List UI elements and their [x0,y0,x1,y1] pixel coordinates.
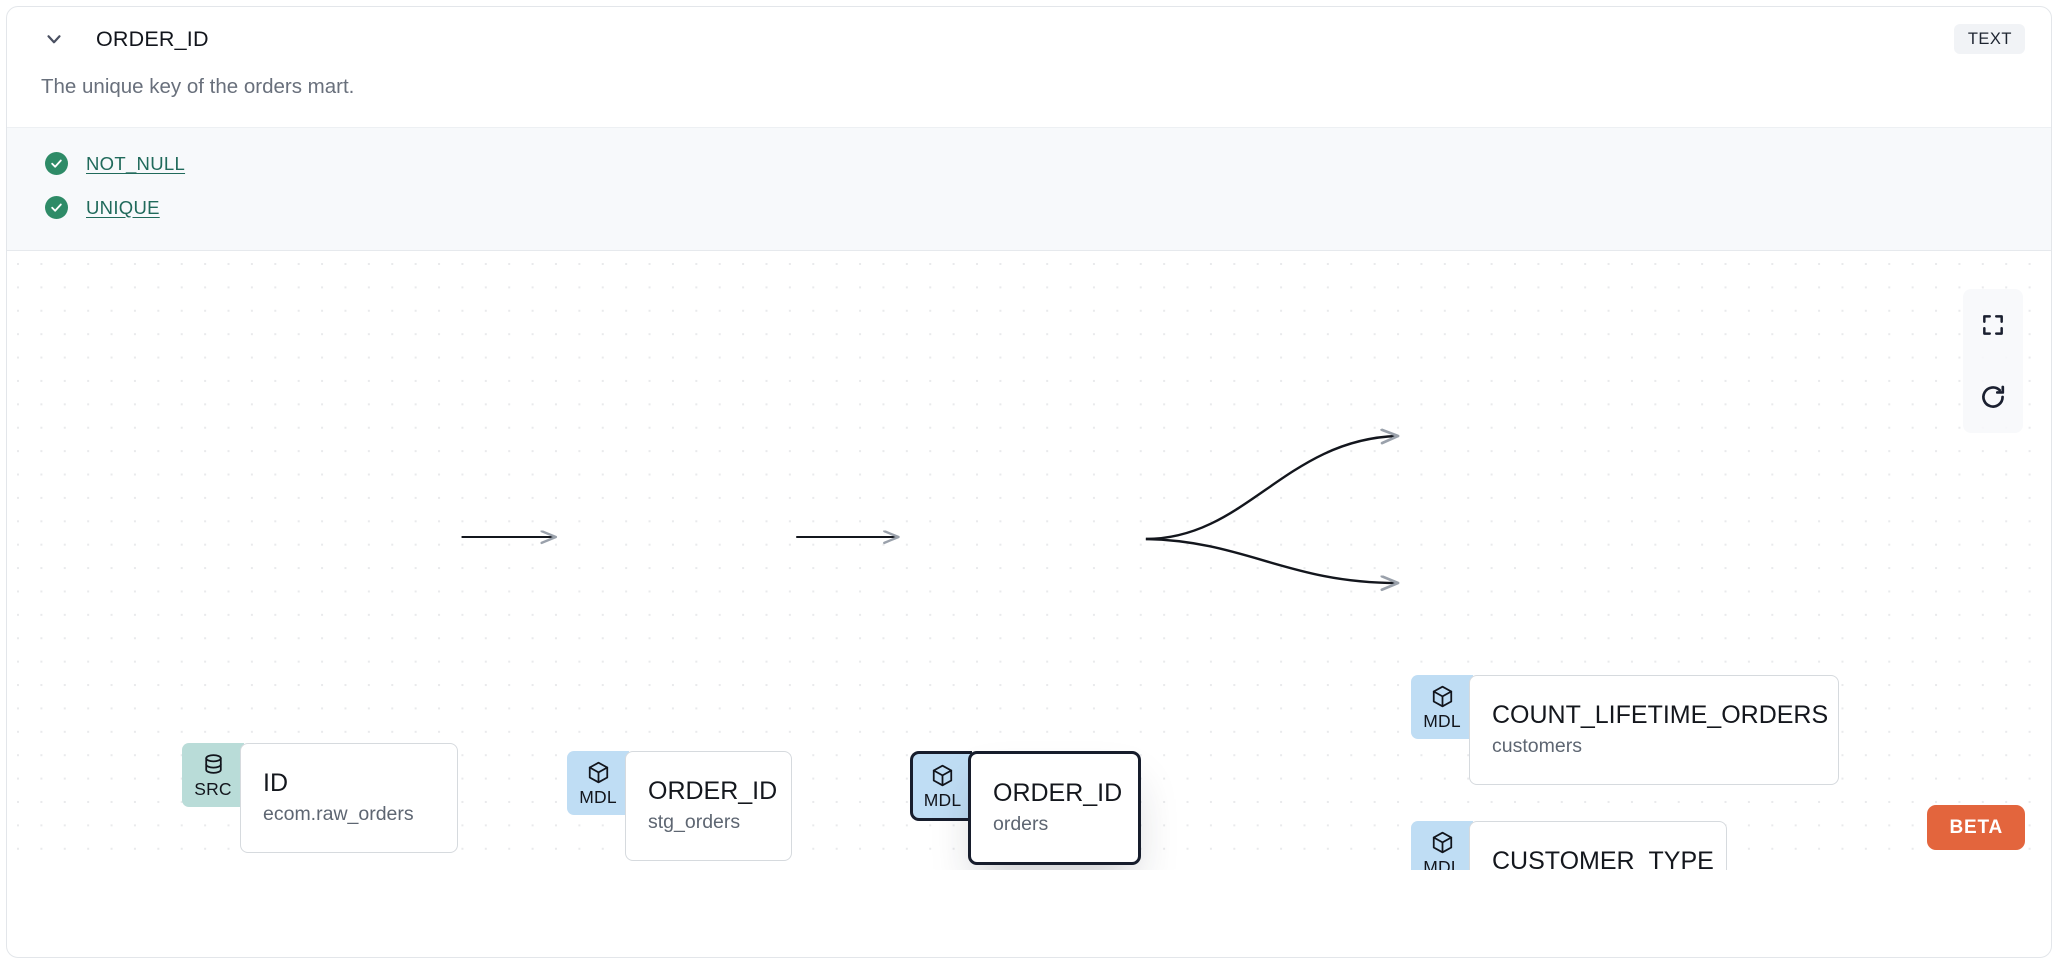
beta-badge[interactable]: BETA [1927,804,2025,850]
node-subtitle: orders [993,813,1049,836]
lineage-node-src-id[interactable]: SRC ID ecom.raw_orders [182,742,458,853]
node-badge-mdl: MDL [910,750,972,821]
node-badge-label: MDL [1423,711,1461,732]
edge-orders-to-customer-type [1145,537,1398,583]
node-badge-mdl: MDL [1411,820,1473,870]
page-title: ORDER_ID [96,26,209,51]
column-header: ORDER_ID TEXT [7,7,2051,71]
lineage-node-stg-order-id[interactable]: MDL ORDER_ID stg_orders [567,750,792,861]
column-description: The unique key of the orders mart. [41,75,355,98]
node-name: ORDER_ID [648,776,778,805]
node-name: ID [263,768,288,797]
node-subtitle: ecom.raw_orders [263,803,414,826]
test-row[interactable]: UNIQUE [7,186,2051,230]
check-circle-icon [45,196,68,220]
lineage-graph-canvas[interactable]: SRC ID ecom.raw_orders MDL ORDER_ID stg_… [7,250,2051,870]
node-subtitle: customers [1492,735,1582,758]
node-body: ID ecom.raw_orders [240,742,458,853]
check-circle-icon [45,152,68,176]
node-badge-label: MDL [579,787,617,808]
tests-panel: NOT_NULL UNIQUE [7,126,2051,251]
column-type-badge: TEXT [1953,23,2025,55]
node-body: ORDER_ID stg_orders [625,750,792,861]
lineage-node-orders-order-id[interactable]: MDL ORDER_ID orders [910,750,1141,865]
node-subtitle: stg_orders [648,811,741,834]
node-badge-label: MDL [923,790,962,811]
node-badge-src: SRC [182,742,244,807]
lineage-node-count-lifetime-orders[interactable]: MDL COUNT_LIFETIME_ORDERS customers [1411,674,1839,785]
chevron-down-icon[interactable] [39,24,69,54]
node-name: ORDER_ID [993,778,1123,807]
node-badge-mdl: MDL [1411,674,1473,739]
test-link-not-null[interactable]: NOT_NULL [86,152,186,174]
refresh-icon[interactable] [1963,361,2023,433]
node-body: ORDER_ID orders [968,750,1141,865]
canvas-controls [1963,288,2023,433]
edge-orders-to-count-lifetime [1145,436,1398,540]
fullscreen-icon[interactable] [1963,289,2023,361]
node-body: COUNT_LIFETIME_ORDERS customers [1469,674,1839,785]
test-row[interactable]: NOT_NULL [7,142,2051,186]
node-name: CUSTOMER_TYPE [1492,846,1714,870]
test-link-unique[interactable]: UNIQUE [86,196,160,218]
node-body: CUSTOMER_TYPE customers [1469,820,1727,870]
node-badge-label: SRC [194,779,232,800]
lineage-node-customer-type[interactable]: MDL CUSTOMER_TYPE customers [1411,820,1727,870]
column-detail-card: ORDER_ID TEXT The unique key of the orde… [6,6,2052,958]
node-badge-label: MDL [1423,857,1461,870]
node-badge-mdl: MDL [567,750,629,815]
node-name: COUNT_LIFETIME_ORDERS [1492,700,1829,729]
